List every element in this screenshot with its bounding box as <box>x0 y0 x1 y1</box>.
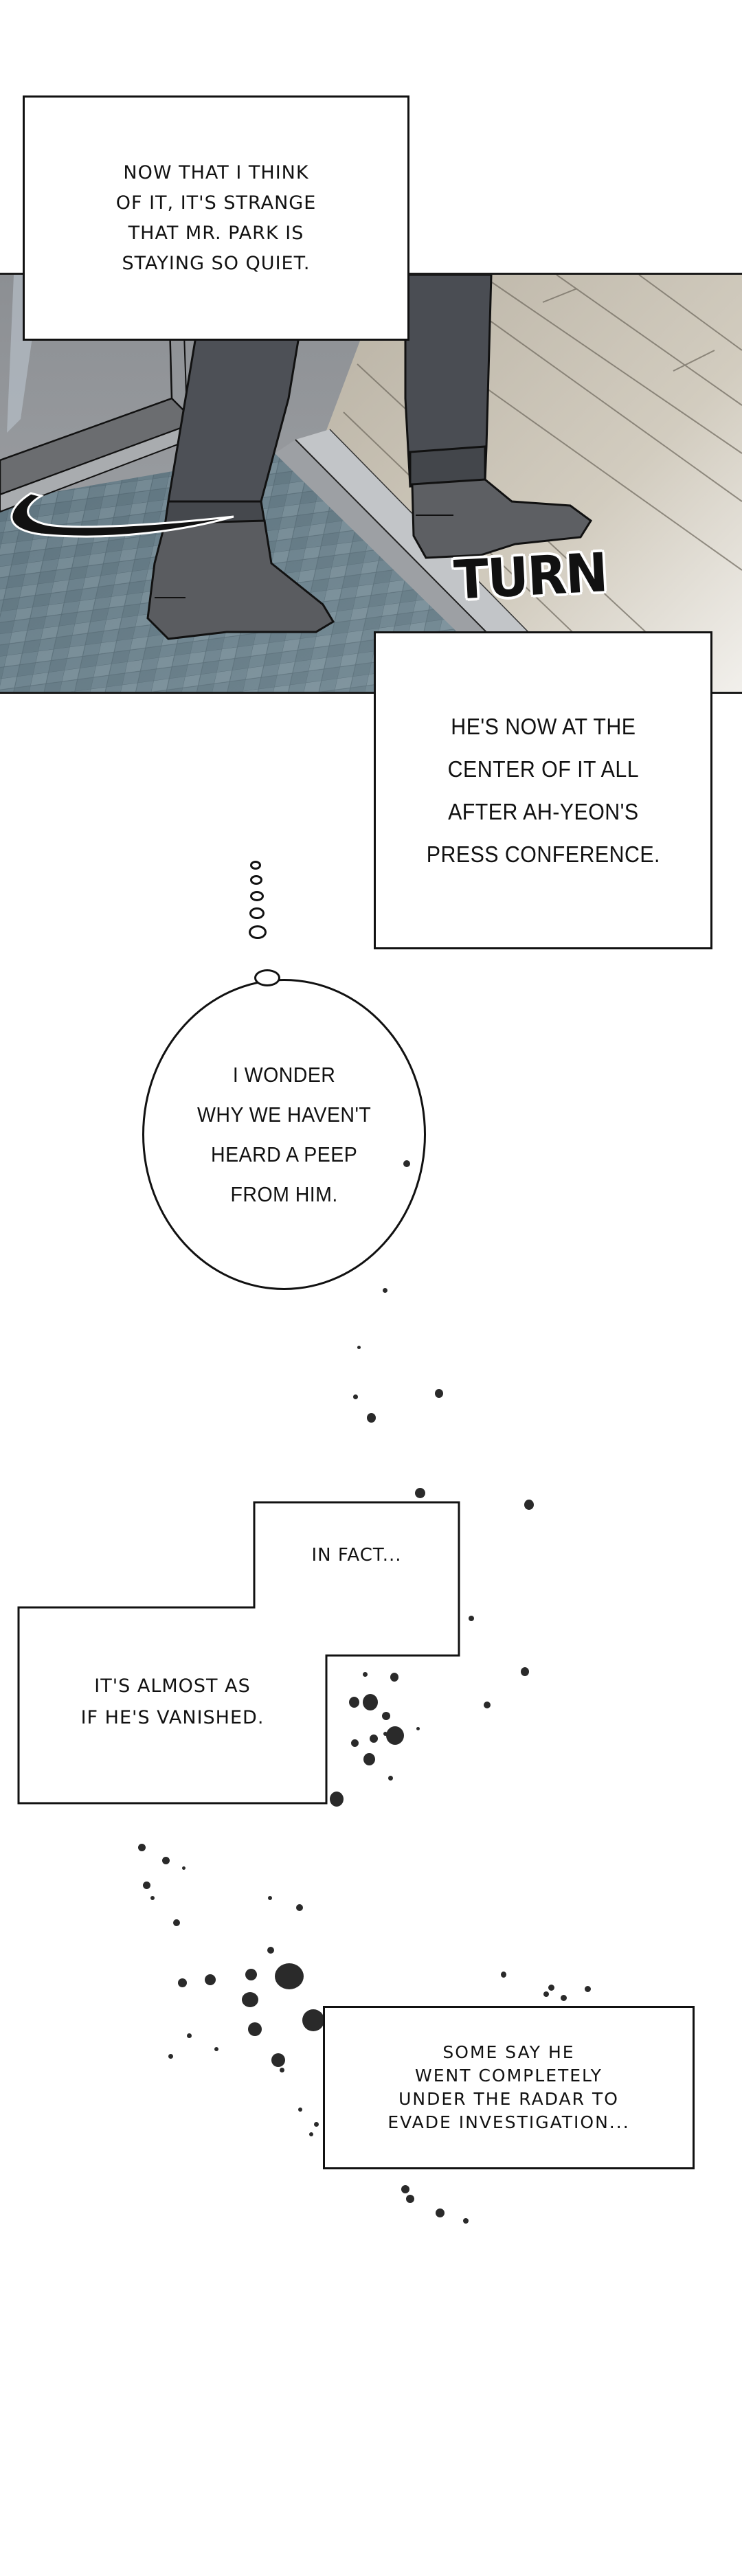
caption-3a-text: IN FACT... <box>311 1544 402 1566</box>
feet-illustration <box>0 275 742 692</box>
caption-box-2: HE'S NOW AT THE CENTER OF IT ALL AFTER A… <box>374 631 712 949</box>
caption-1-text: NOW THAT I THINK OF IT, IT'S STRANGE THA… <box>115 161 317 274</box>
thought-tail-dot-5 <box>249 925 267 939</box>
thought-bubble-text: I WONDER WHY WE HAVEN'T HEARD A PEEP FRO… <box>196 1062 372 1206</box>
caption-box-4: SOME SAY HE WENT COMPLETELY UNDER THE RA… <box>323 2006 695 2169</box>
caption-box-3b: IT'S ALMOST AS IF HE'S VANISHED. <box>19 1607 326 1803</box>
caption-3b-text: IT'S ALMOST AS IF HE'S VANISHED. <box>80 1675 265 1728</box>
thought-tail-dot-3 <box>250 891 264 901</box>
thought-bubble: I WONDER WHY WE HAVEN'T HEARD A PEEP FRO… <box>142 979 426 1290</box>
thought-tail-dot-2 <box>250 875 262 885</box>
thought-tail-dot-4 <box>249 907 265 919</box>
thought-tail-dot-6 <box>254 969 280 986</box>
comic-panel-feet-turning: TURN <box>0 273 742 694</box>
caption-box-3a: IN FACT... <box>254 1502 459 1607</box>
caption-box-1: NOW THAT I THINK OF IT, IT'S STRANGE THA… <box>23 95 409 341</box>
caption-4-text: SOME SAY HE WENT COMPLETELY UNDER THE RA… <box>387 2042 630 2132</box>
thought-tail-dot-1 <box>250 861 261 870</box>
caption-2-text: HE'S NOW AT THE CENTER OF IT ALL AFTER A… <box>426 713 660 867</box>
